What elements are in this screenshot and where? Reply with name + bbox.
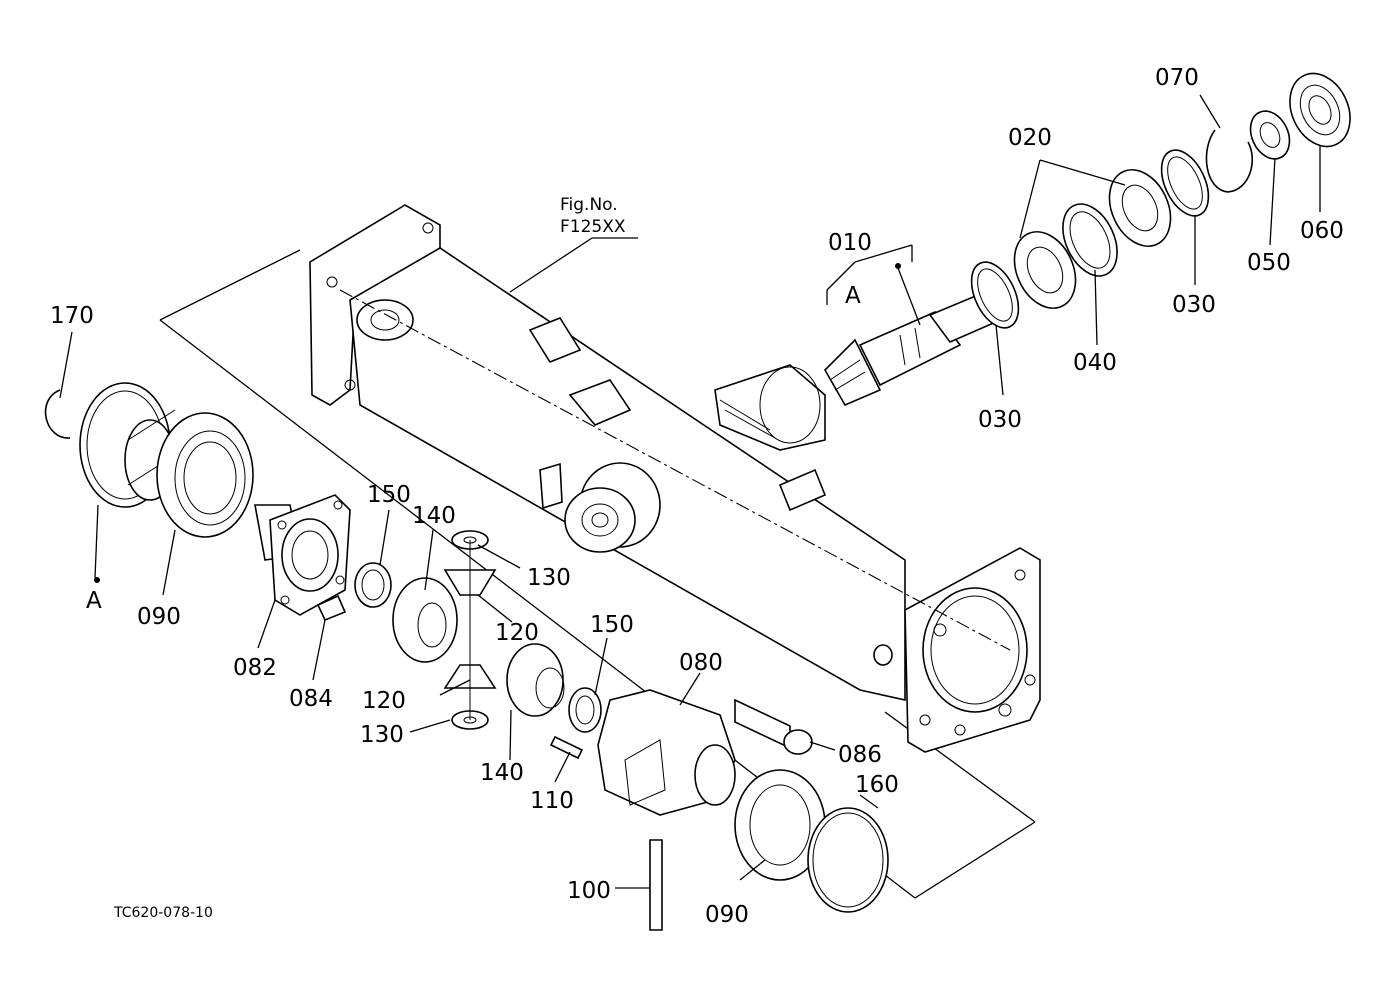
callout-082: 082 [233,655,277,681]
callout-100: 100 [567,878,611,904]
differential-case [549,689,889,931]
drawing-code: TC620-078-10 [113,905,213,921]
callout-030-lower: 030 [978,407,1022,433]
callout-060: 060 [1300,218,1344,244]
figure-ref-line1: Fig.No. [560,195,618,215]
section-mark-shaft: A [845,283,861,309]
callout-020: 020 [1008,125,1052,151]
callout-160: 160 [855,772,899,798]
callout-120-lower: 120 [362,688,406,714]
callout-130-lower: 130 [360,722,404,748]
section-markers [94,263,901,583]
callout-140-upper: 140 [412,503,456,529]
callout-050: 050 [1247,250,1291,276]
callout-120-upper: 120 [495,620,539,646]
callout-080: 080 [679,650,723,676]
pinion-shaft-group [824,72,1351,407]
callout-010: 010 [828,230,872,256]
callout-170: 170 [50,303,94,329]
callout-086: 086 [838,742,882,768]
callout-130-upper: 130 [527,565,571,591]
callout-150-upper: 150 [367,482,411,508]
callout-110: 110 [530,788,574,814]
section-mark-left: A [86,588,102,614]
callout-090-left: 090 [137,604,181,630]
axle-housing [309,204,1041,753]
callout-090-right: 090 [705,902,749,928]
callout-084: 084 [289,686,333,712]
labels: Fig.No. F125XX 010 020 030 030 040 050 0… [50,65,1344,928]
callout-140-lower: 140 [480,760,524,786]
leader-lines [59,94,1321,889]
callout-150-lower: 150 [590,612,634,638]
callout-040: 040 [1073,350,1117,376]
callout-070: 070 [1155,65,1199,91]
figure-ref-line2: F125XX [560,217,626,237]
left-gear-group [44,382,392,622]
callout-030-upper: 030 [1172,292,1216,318]
differential-gears [392,530,602,733]
